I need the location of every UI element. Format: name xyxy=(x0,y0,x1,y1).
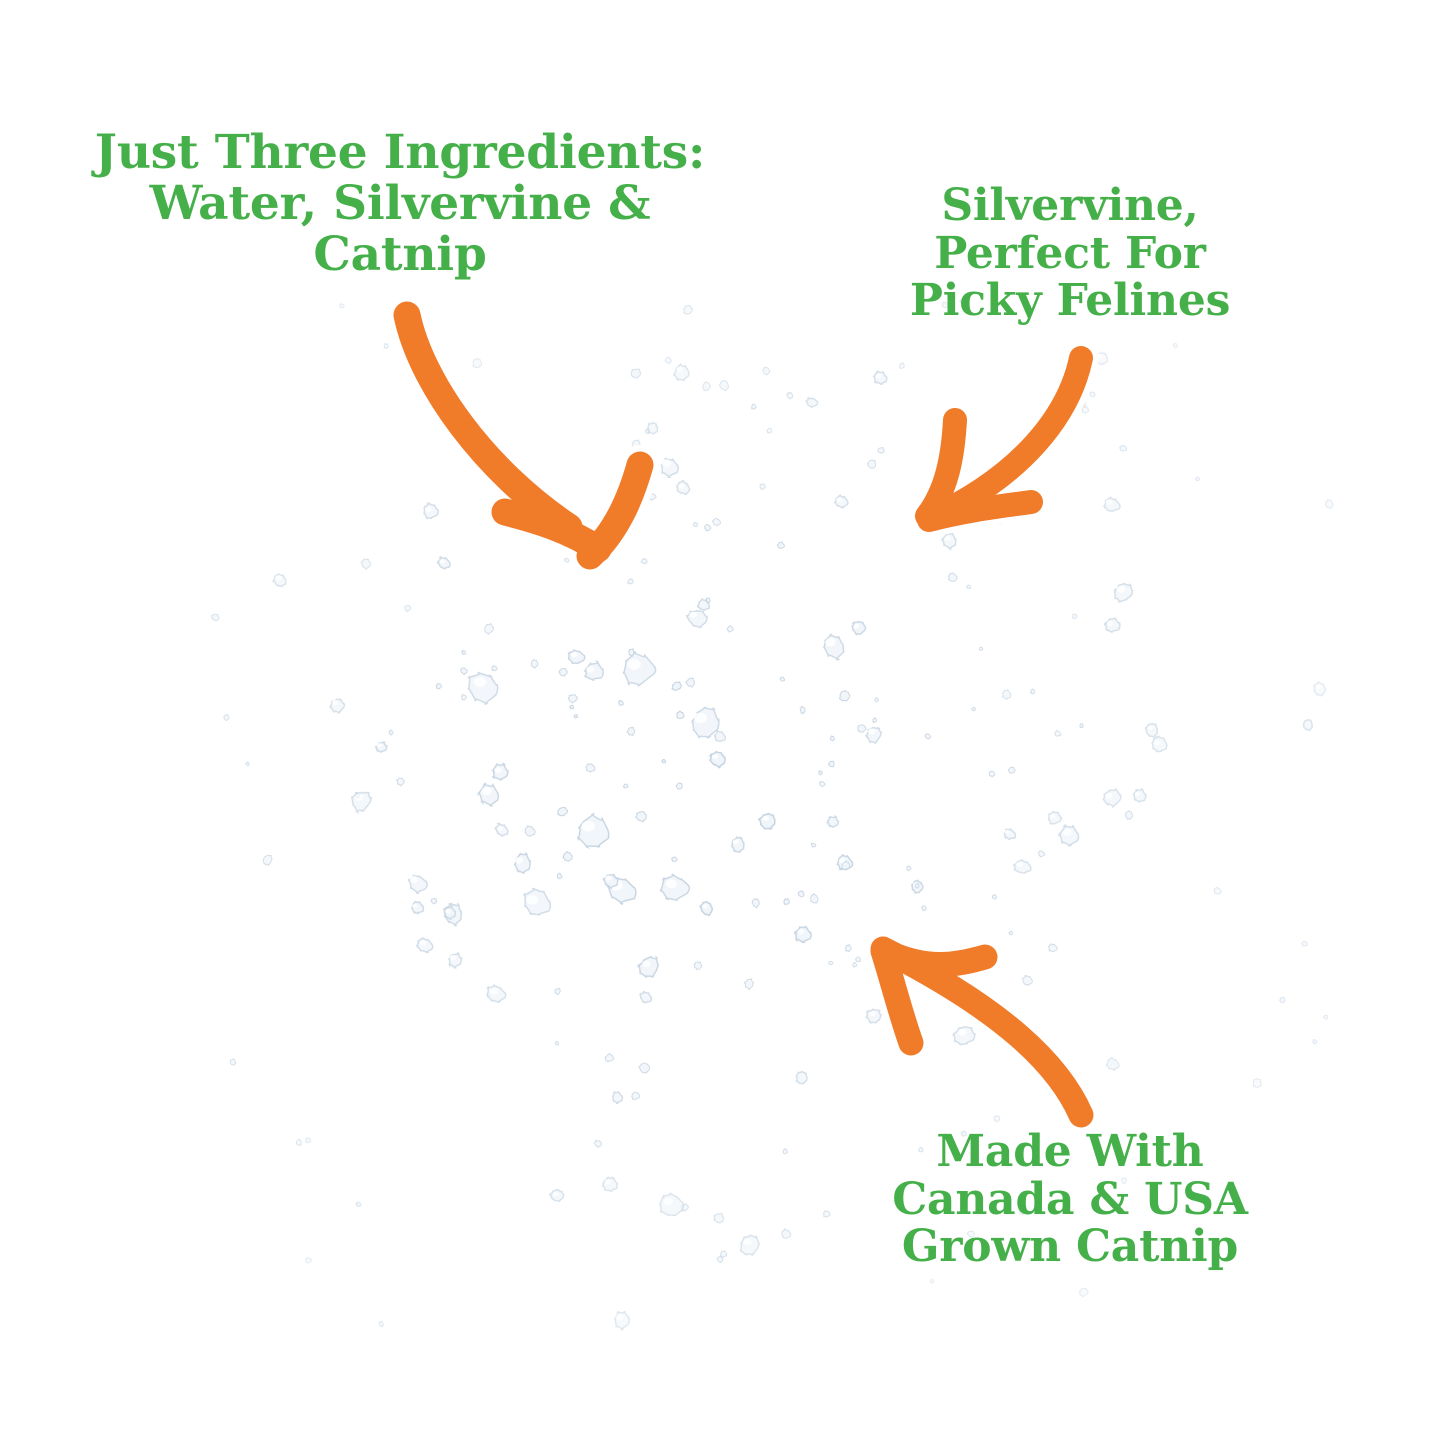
arrow-down-left-icon xyxy=(909,340,1099,538)
callout-silvervine: Silvervine, Perfect For Picky Felines xyxy=(909,180,1231,327)
callout-ingredients: Just Three Ingredients: Water, Silvervin… xyxy=(94,125,706,282)
arrow-up-left-icon xyxy=(864,930,1100,1134)
callout-grown: Made With Canada & USA Grown Catnip xyxy=(892,1126,1248,1273)
arrow-down-right-icon xyxy=(387,295,660,576)
